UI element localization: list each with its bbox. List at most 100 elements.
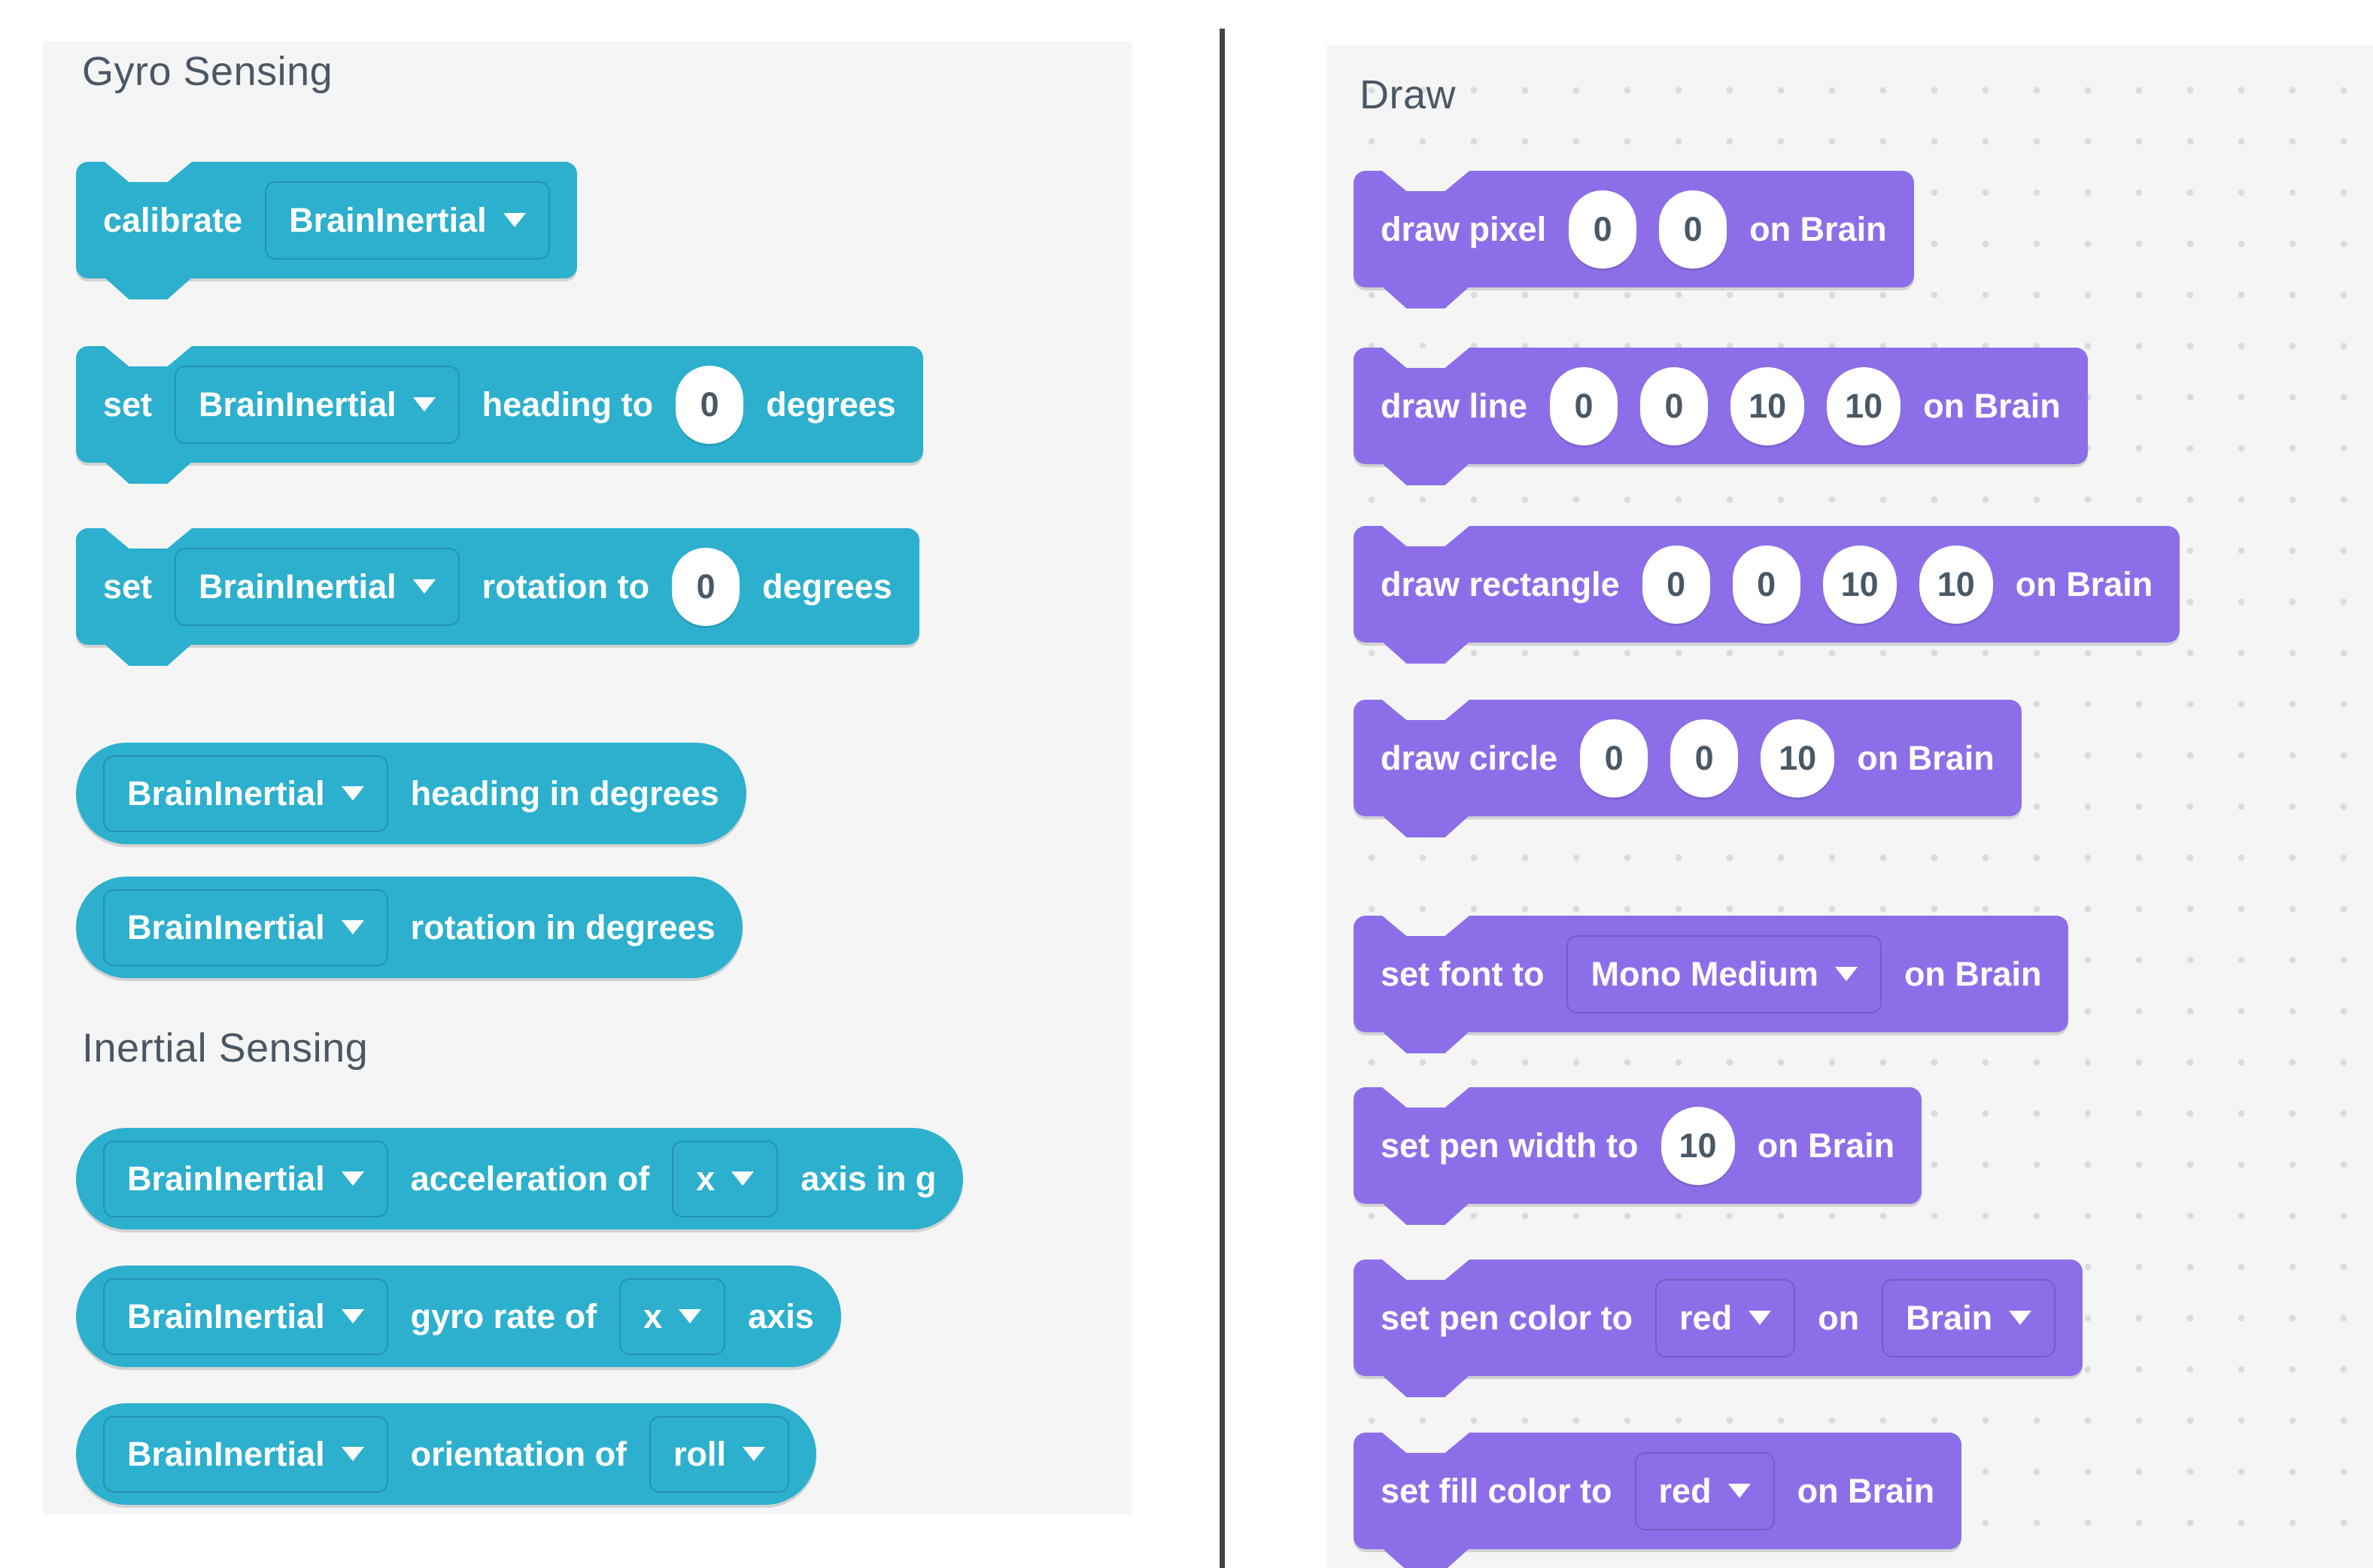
block-label: gyro rate of xyxy=(410,1296,597,1336)
radius-input[interactable]: 10 xyxy=(1761,719,1835,798)
device-dropdown[interactable]: BrainInertial xyxy=(103,1278,388,1355)
dropdown-arrow-icon xyxy=(1749,1311,1772,1325)
block-label: set pen color to xyxy=(1381,1298,1633,1337)
dropdown-arrow-icon xyxy=(341,1309,364,1323)
x-input[interactable]: 0 xyxy=(1580,719,1648,798)
device-dropdown[interactable]: BrainInertial xyxy=(175,547,460,626)
dropdown-value: Brain xyxy=(1906,1298,1993,1337)
block-heading-in-degrees[interactable]: BrainInertial heading in degrees xyxy=(76,743,746,844)
block-label: draw circle xyxy=(1381,738,1558,777)
dropdown-value: BrainInertial xyxy=(127,1296,325,1336)
orientation-dropdown[interactable]: roll xyxy=(649,1415,790,1493)
dropdown-value: red xyxy=(1658,1471,1712,1510)
screen-dropdown[interactable]: Brain xyxy=(1882,1278,2056,1357)
fill-color-dropdown[interactable]: red xyxy=(1634,1451,1775,1530)
block-label: degrees xyxy=(762,567,892,606)
dropdown-value: BrainInertial xyxy=(199,567,397,606)
dropdown-arrow-icon xyxy=(412,397,436,412)
axis-dropdown[interactable]: x xyxy=(619,1278,726,1355)
x1-input[interactable]: 0 xyxy=(1550,366,1618,445)
block-label: axis in g xyxy=(801,1159,937,1198)
dropdown-arrow-icon xyxy=(679,1309,702,1323)
block-rotation-in-degrees[interactable]: BrainInertial rotation in degrees xyxy=(76,877,743,978)
dropdown-arrow-icon xyxy=(731,1171,755,1186)
section-title-inertial-sensing: Inertial Sensing xyxy=(82,1026,369,1071)
dropdown-value: BrainInertial xyxy=(289,200,487,239)
pen-color-dropdown[interactable]: red xyxy=(1655,1278,1796,1357)
dropdown-value: x xyxy=(643,1296,663,1336)
block-set-rotation[interactable]: set BrainInertial rotation to 0 degrees xyxy=(76,528,919,645)
dropdown-arrow-icon xyxy=(1727,1484,1751,1498)
dropdown-arrow-icon xyxy=(341,786,364,801)
block-label: rotation to xyxy=(482,567,650,606)
block-label: on Brain xyxy=(2015,564,2153,603)
rotation-value-input[interactable]: 0 xyxy=(672,547,740,626)
block-label: set fill color to xyxy=(1381,1471,1612,1510)
font-dropdown[interactable]: Mono Medium xyxy=(1566,934,1882,1013)
block-label: on Brain xyxy=(1923,386,2061,425)
device-dropdown[interactable]: BrainInertial xyxy=(103,1140,388,1217)
dropdown-arrow-icon xyxy=(2009,1311,2032,1325)
pen-width-input[interactable]: 10 xyxy=(1660,1106,1735,1185)
block-set-pen-color[interactable]: set pen color to red on Brain xyxy=(1354,1260,2083,1376)
block-label: degrees xyxy=(766,384,896,424)
block-label: on Brain xyxy=(1904,954,2042,993)
dropdown-arrow-icon xyxy=(1834,967,1858,981)
block-label: orientation of xyxy=(410,1434,627,1473)
y1-input[interactable]: 0 xyxy=(1640,366,1709,445)
x-input[interactable]: 0 xyxy=(1569,190,1637,269)
block-label: on Brain xyxy=(1857,738,1995,777)
axis-dropdown[interactable]: x xyxy=(672,1140,779,1217)
block-label: on xyxy=(1818,1298,1860,1337)
block-calibrate[interactable]: calibrate BrainInertial xyxy=(76,162,577,278)
block-set-font[interactable]: set font to Mono Medium on Brain xyxy=(1354,916,2069,1032)
block-label: rotation in degrees xyxy=(410,907,716,947)
block-label: acceleration of xyxy=(410,1159,650,1198)
block-acceleration-of-axis[interactable]: BrainInertial acceleration of x axis in g xyxy=(76,1128,964,1229)
dropdown-arrow-icon xyxy=(743,1447,766,1461)
y-input[interactable]: 0 xyxy=(1670,719,1739,798)
block-label: set xyxy=(103,567,153,606)
section-title-draw: Draw xyxy=(1360,72,1457,117)
device-dropdown[interactable]: BrainInertial xyxy=(103,1415,388,1493)
y-input[interactable]: 0 xyxy=(1659,190,1727,269)
block-label: on Brain xyxy=(1797,1471,1935,1510)
device-dropdown[interactable]: BrainInertial xyxy=(103,755,388,832)
panel-divider xyxy=(1220,29,1225,1568)
width-input[interactable]: 10 xyxy=(1822,545,1897,624)
heading-value-input[interactable]: 0 xyxy=(676,365,744,444)
block-label: calibrate xyxy=(103,200,243,239)
block-set-fill-color[interactable]: set fill color to red on Brain xyxy=(1354,1433,1962,1549)
y-input[interactable]: 0 xyxy=(1732,545,1800,624)
y2-input[interactable]: 10 xyxy=(1827,366,1901,445)
dropdown-value: BrainInertial xyxy=(127,1434,325,1473)
device-dropdown[interactable]: BrainInertial xyxy=(175,365,460,444)
device-dropdown[interactable]: BrainInertial xyxy=(265,181,550,260)
dropdown-value: x xyxy=(696,1159,716,1198)
block-label: set xyxy=(103,384,153,424)
device-dropdown[interactable]: BrainInertial xyxy=(103,889,388,966)
dropdown-arrow-icon xyxy=(341,920,364,934)
block-label: on Brain xyxy=(1757,1126,1895,1165)
x-input[interactable]: 0 xyxy=(1642,545,1710,624)
block-label: on Brain xyxy=(1749,209,1887,248)
block-orientation-of[interactable]: BrainInertial orientation of roll xyxy=(76,1403,817,1505)
dropdown-arrow-icon xyxy=(341,1447,364,1461)
block-label: heading in degrees xyxy=(410,773,719,813)
dropdown-value: red xyxy=(1679,1298,1733,1337)
x2-input[interactable]: 10 xyxy=(1730,366,1805,445)
block-label: draw line xyxy=(1381,386,1528,425)
block-label: set font to xyxy=(1381,954,1545,993)
height-input[interactable]: 10 xyxy=(1919,545,1993,624)
block-label: draw pixel xyxy=(1381,209,1547,248)
dropdown-value: BrainInertial xyxy=(127,907,325,947)
